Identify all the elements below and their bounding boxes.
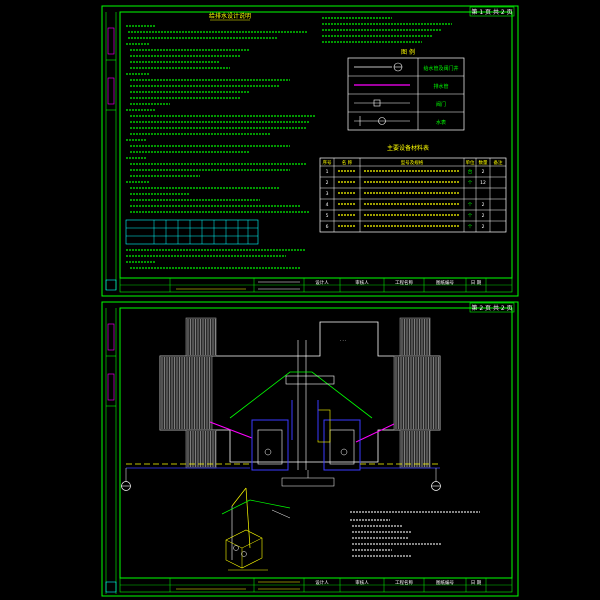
notes-title: 给排水设计说明: [209, 12, 251, 20]
legend-table: 给水管及阀门井 排水管 阀门 水表: [347, 57, 465, 131]
plan-notes-block: [350, 511, 480, 557]
tb1-project: 工程名称: [395, 279, 413, 286]
equip-header-name: 名 称: [342, 159, 353, 166]
pit-right-fixture-icon: [340, 448, 348, 456]
equip-row-qty: 12: [480, 180, 486, 186]
legend-label-1: 给水管及阀门井: [423, 65, 458, 72]
legend-label-4: 水表: [436, 119, 446, 126]
tb1-date: 日 期: [471, 280, 482, 286]
equipment-table: 序号 名 称 型号及规格 单位 数量 备注: [319, 157, 507, 233]
sheet-2: 第 2 页 共 2 页 · · ·: [101, 301, 519, 597]
tb2-date: 日 期: [471, 580, 482, 586]
drain-pipe-left: [209, 421, 253, 439]
tb2-designer: 设计人: [315, 579, 329, 586]
hatched-wings: [159, 317, 441, 469]
equip-row-no: 4: [326, 202, 329, 208]
legend-meter-icon: [378, 117, 386, 125]
equip-row-no: 6: [326, 224, 329, 230]
equip-row-unit: 个: [468, 213, 473, 219]
equip-header-remark: 备注: [494, 159, 503, 166]
sheet-1-page-label: 第 1 页 共 2 页: [471, 8, 512, 16]
notes-text-block: [126, 17, 452, 269]
legend-label-3: 阀门: [436, 101, 446, 108]
pipe-size-table: [125, 219, 259, 245]
equip-row-no: 5: [326, 213, 329, 219]
equip-row-no: 3: [326, 191, 329, 197]
sheet-2-title-block: 设计人 审核人 工程名称 图纸编号 日 期: [119, 577, 513, 593]
equip-header-qty: 数量: [479, 159, 488, 166]
svg-text:· · ·: · · ·: [340, 338, 346, 343]
sheet-1-inner-frame: [119, 11, 513, 279]
sheet-2-inner-frame: [119, 307, 513, 579]
equip-row-qty: 2: [482, 213, 485, 219]
equip-row-unit: 个: [468, 180, 473, 186]
sheet-1: 第 1 页 共 2 页 给排水设计说明 图 例: [101, 5, 519, 297]
equipment-title: 主要设备材料表: [387, 144, 429, 152]
equip-row-qty: 2: [482, 224, 485, 230]
equipment-rows: 1 台 2 2 个 12 3 4 个 2 5 个 2 6 个 2: [326, 168, 486, 230]
legend-valve-icon: [373, 99, 381, 107]
legend-label-2: 排水管: [433, 83, 448, 90]
legend-title: 图 例: [401, 48, 415, 56]
pit-left-fixture-icon: [264, 448, 272, 456]
equip-row-unit: 台: [468, 168, 473, 175]
tb2-project: 工程名称: [395, 579, 413, 586]
equip-header-spec: 型号及规格: [401, 159, 424, 166]
pump-pit-left: [251, 419, 289, 471]
tb2-checker: 审核人: [355, 579, 369, 586]
equip-row-unit: 个: [468, 202, 473, 208]
annotation-box-bottom: [281, 477, 335, 487]
tb1-checker: 审核人: [355, 279, 369, 286]
sheet-2-outer-frame: [101, 301, 519, 597]
roof-outline: [229, 371, 373, 419]
equip-row-unit: 个: [468, 224, 473, 230]
tb1-designer: 设计人: [315, 279, 329, 286]
sheet-1-outer-frame: [101, 5, 519, 297]
sheet-1-binding-strip: [105, 12, 117, 291]
tb2-drawing-no: 图纸编号: [436, 579, 454, 586]
equip-header-no: 序号: [323, 159, 332, 166]
sheet-2-binding-strip: [105, 308, 117, 594]
sheet-2-page-label: 第 2 页 共 2 页: [471, 304, 512, 312]
sheet-1-title-block: 设计人 审核人 工程名称 图纸编号 日 期: [119, 277, 513, 293]
tb1-drawing-no: 图纸编号: [436, 279, 454, 286]
drain-pipe-right: [355, 423, 395, 443]
floor-plan: · · ·: [121, 317, 480, 571]
equip-row-no: 2: [326, 180, 329, 186]
isometric-detail: [221, 487, 291, 569]
equip-header-unit: 单位: [466, 159, 475, 166]
equip-row-qty: 2: [482, 202, 485, 208]
annotation-box-top: [285, 375, 335, 385]
equip-row-no: 1: [326, 169, 329, 175]
pump-pit-right: [323, 419, 361, 471]
equip-row-qty: 2: [482, 169, 485, 175]
